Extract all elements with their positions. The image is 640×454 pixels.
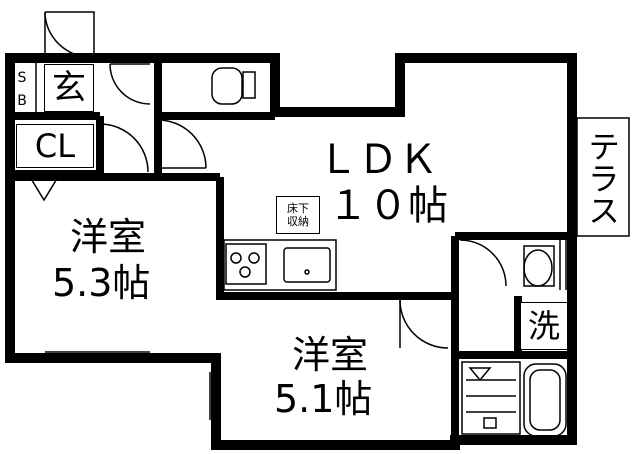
entrance-door-icon	[45, 11, 95, 58]
ldk-size: １０帖	[328, 183, 448, 229]
toilet-icon	[211, 67, 243, 105]
shoe-box-s: S	[17, 69, 27, 86]
ldk-name: ＬＤＫ	[318, 137, 438, 183]
underfloor-storage-label: 床下 収納	[276, 196, 320, 234]
interior-walls	[10, 58, 572, 445]
washroom-label: 洗	[520, 302, 568, 350]
western-room-2-size: 5.1帖	[274, 377, 373, 421]
sink-icon	[283, 247, 331, 283]
underfloor-storage-line2: 収納	[287, 215, 309, 228]
kitchen-counter	[223, 239, 337, 291]
entrance-door-swing-icon	[44, 11, 95, 59]
stove-icon	[225, 243, 267, 285]
shoe-box-label: S B	[11, 66, 33, 112]
closet-label: CL	[16, 124, 94, 168]
terrace-label: テラス	[583, 130, 621, 226]
wash-basin-icon	[523, 249, 553, 287]
bathtub-icon	[523, 363, 567, 437]
shoe-box-b: B	[17, 92, 27, 109]
entrance-label: 玄	[44, 64, 94, 112]
western-room-1-size: 5.3帖	[52, 261, 151, 305]
bathroom	[461, 361, 567, 437]
terrace-box	[576, 117, 630, 237]
western-room-1-name: 洋室	[70, 215, 147, 259]
washroom-label-text: 洗	[527, 307, 560, 345]
underfloor-storage-line1: 床下	[287, 202, 309, 215]
entrance-label-text: 玄	[52, 68, 86, 108]
closet-label-text: CL	[34, 127, 76, 165]
western-room-2-name: 洋室	[292, 333, 369, 377]
